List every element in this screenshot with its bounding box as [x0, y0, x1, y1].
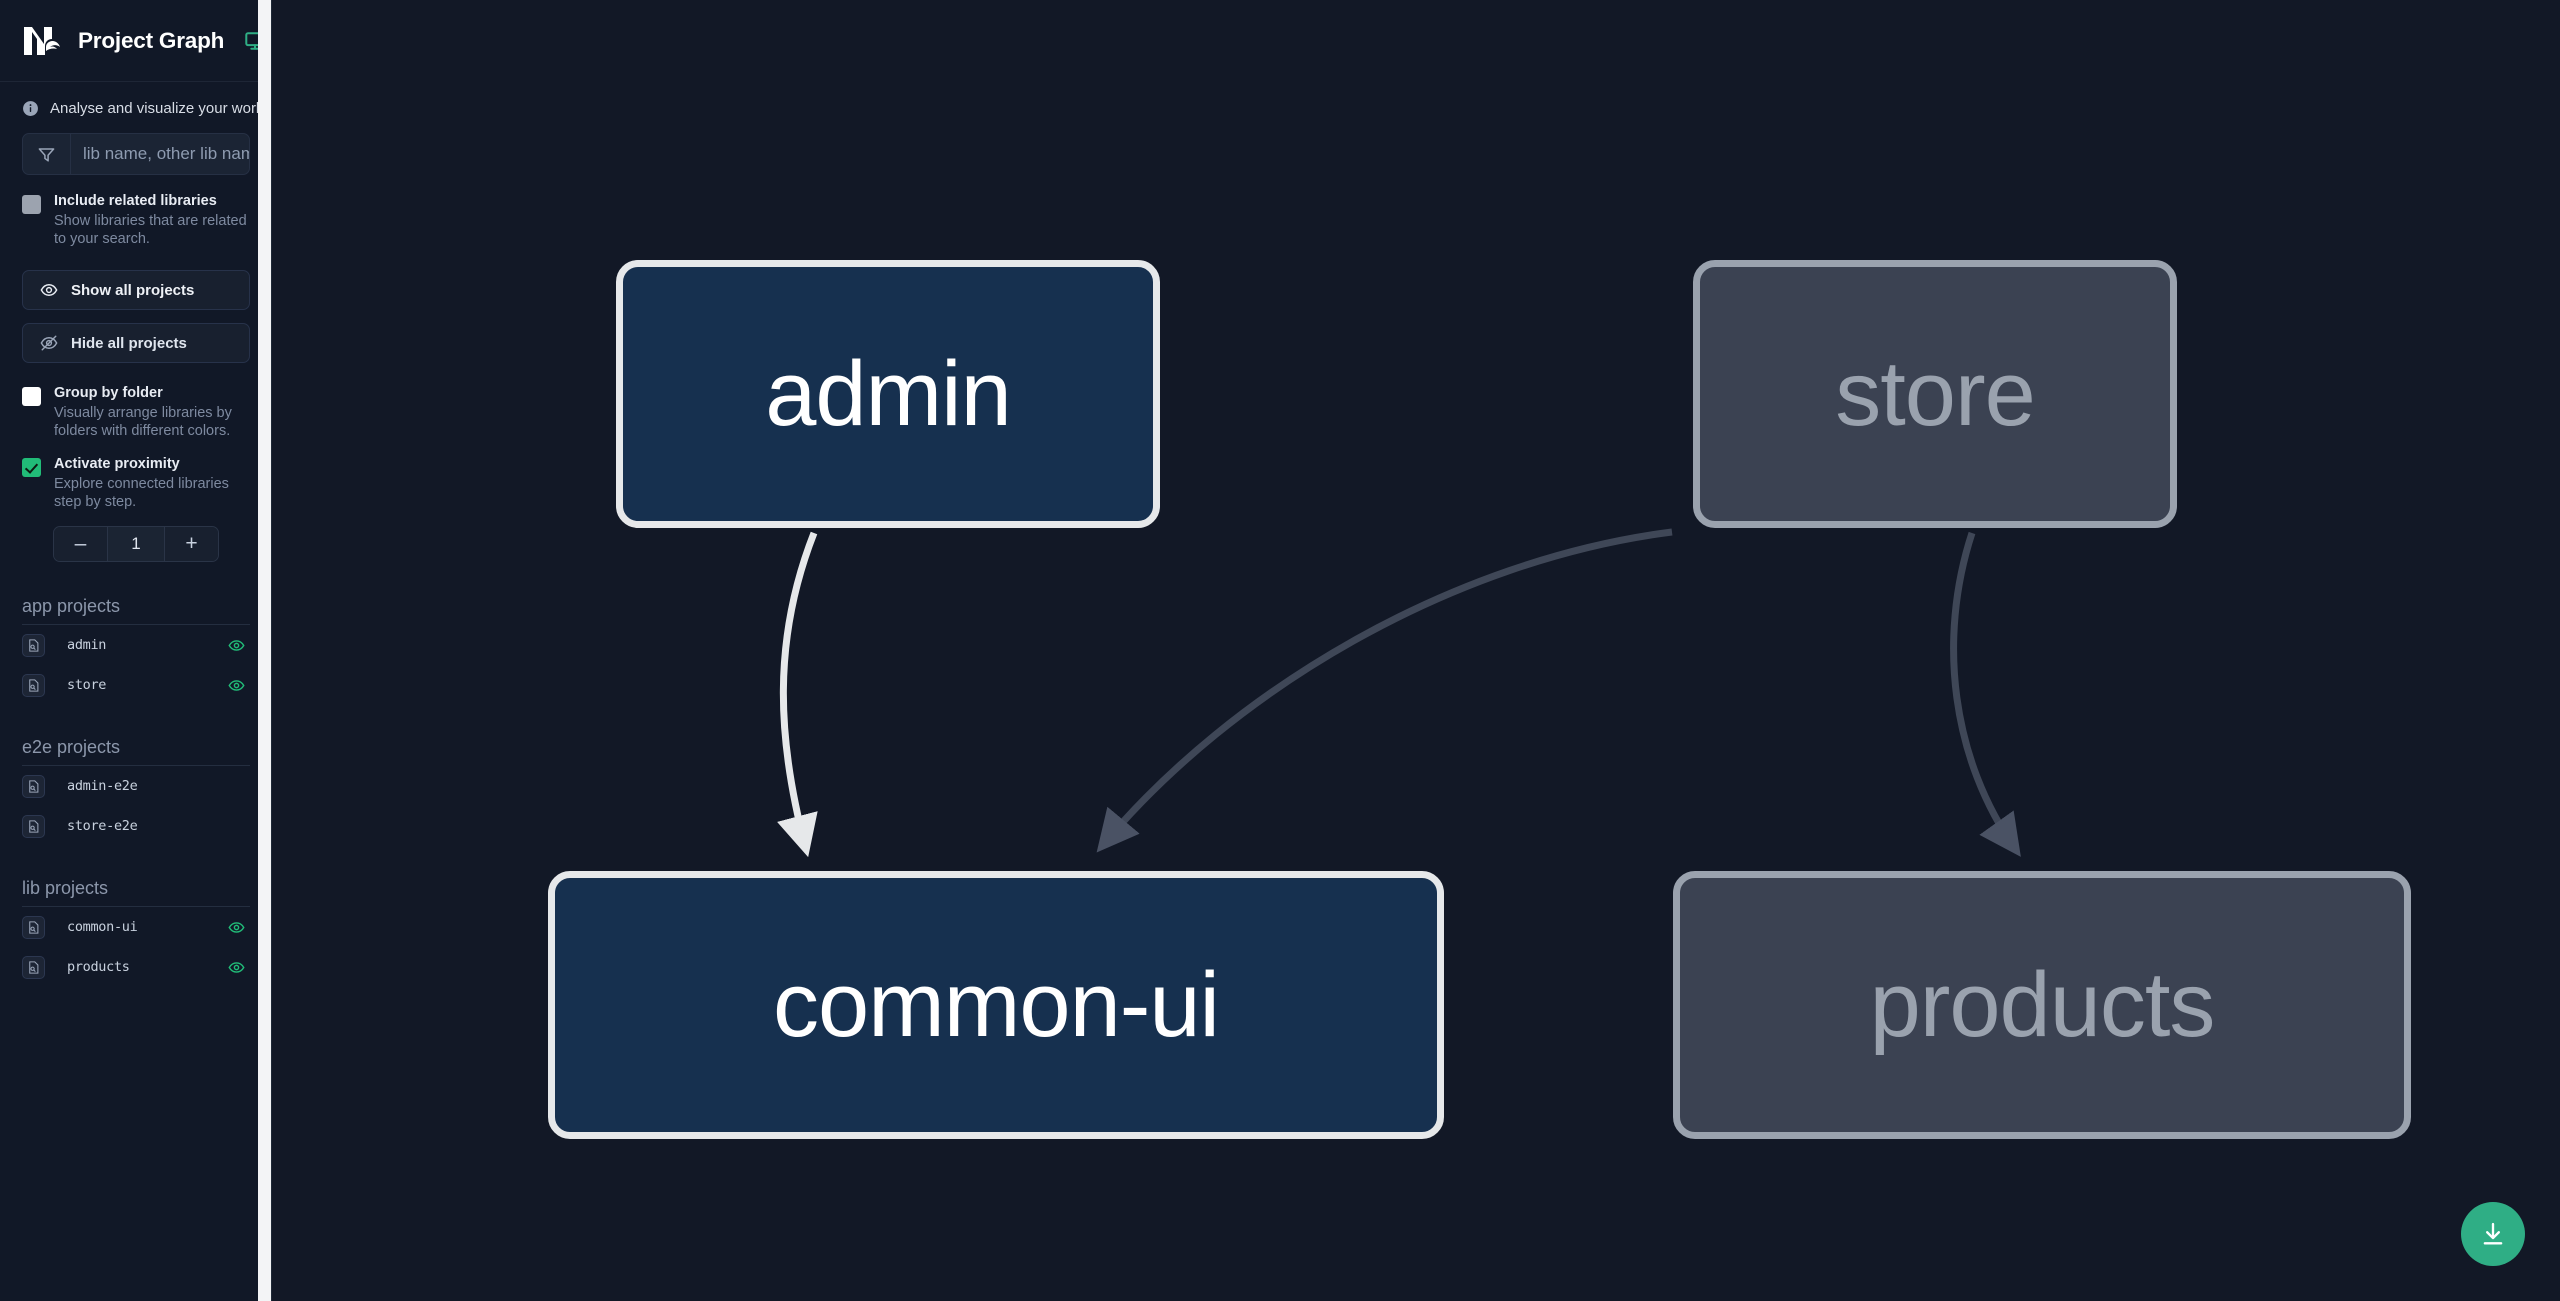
project-name: admin	[67, 637, 107, 653]
project-group-app: app projects admin	[0, 596, 271, 705]
proximity-stepper-wrap: – 1 +	[0, 526, 271, 562]
project-name: store	[67, 677, 107, 693]
sidebar-header: Project Graph	[0, 0, 271, 82]
graph-node-label: products	[1869, 954, 2216, 1056]
info-text: Analyse and visualize your workspace.	[50, 100, 271, 117]
graph-node-admin[interactable]: admin	[616, 260, 1160, 528]
download-button[interactable]	[2461, 1202, 2525, 1266]
option-description: Visually arrange libraries by folders wi…	[54, 405, 232, 439]
project-row-store[interactable]: store	[22, 665, 250, 705]
show-all-projects-label: Show all projects	[71, 281, 195, 299]
project-group-e2e: e2e projects admin-e2e	[0, 737, 271, 846]
option-description: Show libraries that are related to your …	[54, 213, 247, 247]
project-name: admin-e2e	[67, 778, 138, 794]
graph-node-label: admin	[765, 343, 1012, 445]
group-by-folder-checkbox[interactable]	[22, 387, 41, 406]
project-name: store-e2e	[67, 818, 138, 834]
project-group-title: lib projects	[22, 878, 109, 898]
graph-edges	[777, 528, 2021, 858]
project-name: common-ui	[67, 919, 138, 935]
divider	[22, 624, 250, 625]
graph-node-store[interactable]: store	[1693, 260, 2177, 528]
project-visibility-eye-icon[interactable]	[228, 637, 245, 654]
option-label: Activate proximity	[54, 456, 180, 472]
option-description: Explore connected libraries step by step…	[54, 476, 229, 510]
edge-store-to-common-ui	[1096, 528, 1673, 853]
project-file-icon	[22, 774, 45, 798]
project-row-admin-e2e[interactable]: admin-e2e	[22, 766, 250, 806]
project-group-title: app projects	[22, 596, 121, 616]
option-group-by-folder[interactable]: Group by folder Visually arrange librari…	[0, 363, 271, 440]
proximity-decrement-button[interactable]: –	[54, 527, 108, 561]
project-row-products[interactable]: products	[22, 947, 250, 987]
project-group-lib: lib projects common-ui	[0, 878, 271, 987]
eye-icon	[40, 284, 58, 296]
proximity-value: 1	[108, 527, 164, 561]
edge-store-to-products	[1950, 531, 2021, 857]
divider	[22, 906, 250, 907]
info-banner: Analyse and visualize your workspace.	[0, 82, 271, 133]
option-label: Group by folder	[54, 385, 163, 401]
graph-node-products[interactable]: products	[1673, 871, 2411, 1139]
project-row-admin[interactable]: admin	[22, 625, 250, 665]
project-visibility-eye-icon[interactable]	[228, 959, 245, 976]
option-include-related-libraries[interactable]: Include related libraries Show libraries…	[0, 175, 271, 248]
project-file-icon	[22, 673, 45, 697]
hide-all-projects-label: Hide all projects	[71, 334, 187, 352]
search-row	[0, 133, 271, 175]
page-title: Project Graph	[78, 27, 225, 53]
graph-node-label: store	[1835, 343, 2036, 445]
option-activate-proximity[interactable]: Activate proximity Explore connected lib…	[0, 440, 271, 511]
eye-off-icon	[40, 335, 58, 351]
activate-proximity-checkbox[interactable]	[22, 458, 41, 477]
project-visibility-eye-icon[interactable]	[228, 677, 245, 694]
project-file-icon	[22, 915, 45, 939]
nx-logo-icon	[22, 21, 64, 61]
graph-canvas[interactable]: admin store common-ui products	[272, 0, 2560, 1301]
info-icon	[22, 100, 39, 117]
search-input[interactable]	[71, 134, 249, 174]
divider	[22, 765, 250, 766]
search-box[interactable]	[22, 133, 250, 175]
sidebar-scrollbar[interactable]	[258, 0, 271, 1301]
download-icon	[2483, 1222, 2503, 1245]
sidebar: Project Graph	[0, 0, 272, 1301]
hide-all-projects-button[interactable]: Hide all projects	[22, 323, 250, 363]
project-visibility-eye-icon[interactable]	[228, 919, 245, 936]
include-related-libraries-checkbox[interactable]	[22, 195, 41, 214]
filter-icon	[23, 134, 71, 174]
project-name: products	[67, 959, 130, 975]
project-file-icon	[22, 814, 45, 838]
edge-admin-to-common-ui	[777, 531, 818, 858]
project-file-icon	[22, 633, 45, 657]
graph-node-label: common-ui	[772, 954, 1220, 1056]
project-row-common-ui[interactable]: common-ui	[22, 907, 250, 947]
proximity-increment-button[interactable]: +	[164, 527, 218, 561]
project-group-title: e2e projects	[22, 737, 121, 757]
proximity-stepper: – 1 +	[53, 526, 219, 562]
show-all-projects-button[interactable]: Show all projects	[22, 270, 250, 310]
graph-node-common-ui[interactable]: common-ui	[548, 871, 1444, 1139]
project-file-icon	[22, 955, 45, 979]
option-label: Include related libraries	[54, 193, 217, 209]
project-row-store-e2e[interactable]: store-e2e	[22, 806, 250, 846]
